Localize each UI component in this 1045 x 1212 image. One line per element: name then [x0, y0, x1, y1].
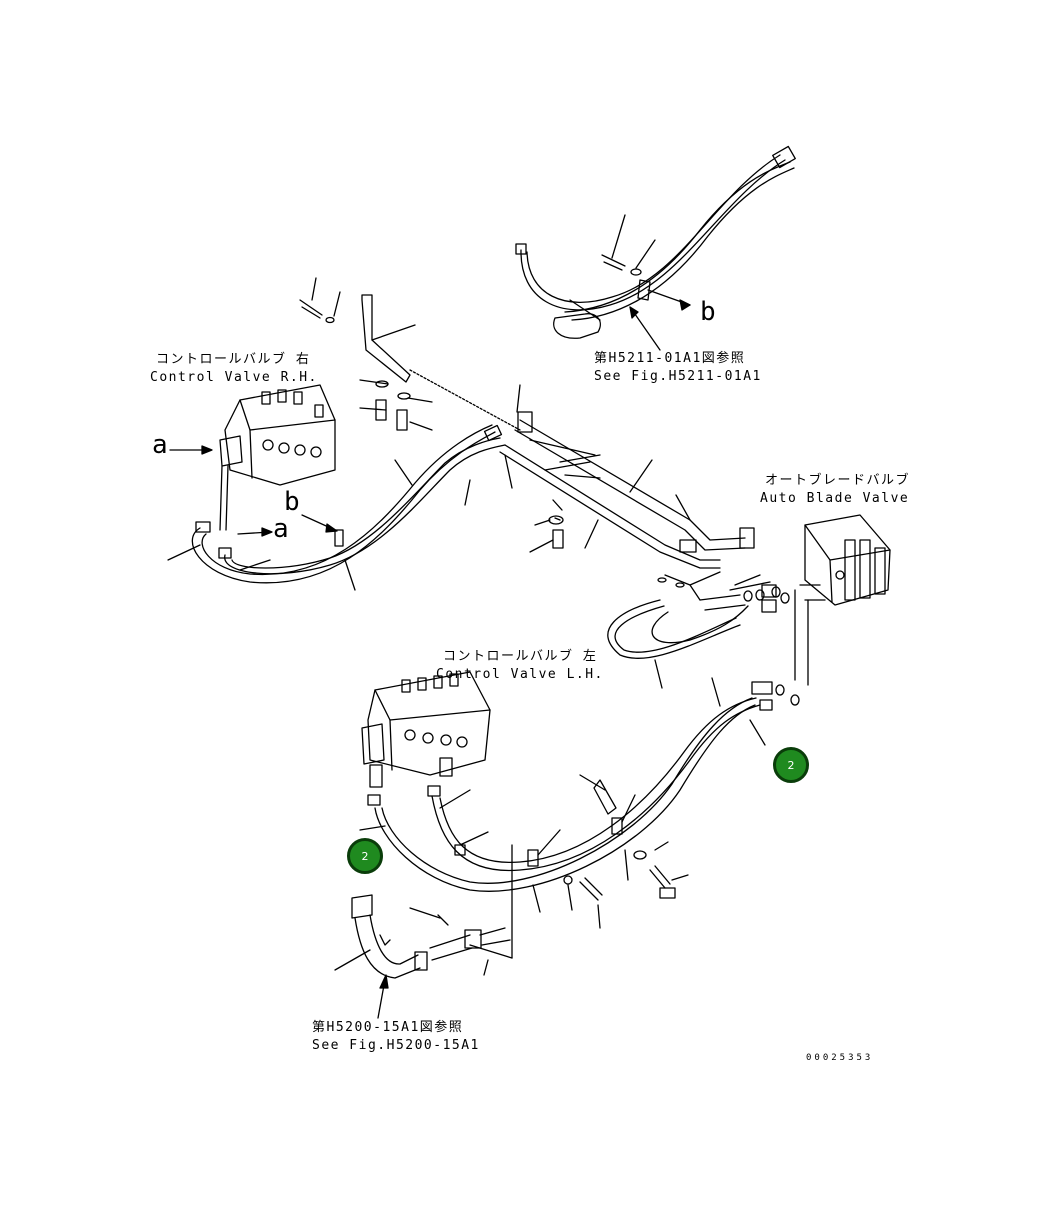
control-valve-lh-body	[361, 671, 491, 806]
auto-blade-valve-label-en: Auto Blade Valve	[760, 491, 910, 506]
callout-badge-2-right[interactable]: 2	[773, 747, 809, 783]
callout-badge-2-left[interactable]: 2	[347, 838, 383, 874]
control-valve-lh-label-en: Control Valve L.H.	[436, 667, 604, 682]
letter-a-lower: a	[273, 514, 289, 544]
rh-hose-loop	[167, 424, 513, 591]
letter-b-right: b	[700, 297, 716, 327]
reference-top-label-jp: 第H5211-01A1図参照	[594, 351, 746, 366]
auto-blade-valve-body	[794, 514, 891, 686]
abv-hose-group	[607, 574, 800, 711]
bottom-elbow-assembly	[334, 844, 513, 1019]
figure-number: 00025353	[806, 1053, 874, 1063]
letter-b-left: b	[284, 487, 300, 517]
top-hose-assembly	[515, 145, 796, 351]
reference-top-label-en: See Fig.H5211-01A1	[594, 369, 762, 384]
upper-bracket	[299, 277, 521, 431]
auto-blade-valve-label-jp: オートブレードバルブ	[765, 473, 911, 488]
control-valve-rh-body	[169, 384, 336, 531]
lh-hose-sweep	[359, 677, 766, 929]
control-valve-rh-label-jp: コントロールバルブ 右	[156, 352, 311, 367]
control-valve-rh-label-en: Control Valve R.H.	[150, 370, 318, 385]
central-tube-assembly	[499, 384, 755, 601]
reference-bottom-label-en: See Fig.H5200-15A1	[312, 1038, 480, 1053]
control-valve-lh-label-jp: コントロールバルブ 左	[443, 649, 598, 664]
letter-a-left: a	[152, 430, 168, 460]
reference-bottom-label-jp: 第H5200-15A1図参照	[312, 1020, 464, 1035]
